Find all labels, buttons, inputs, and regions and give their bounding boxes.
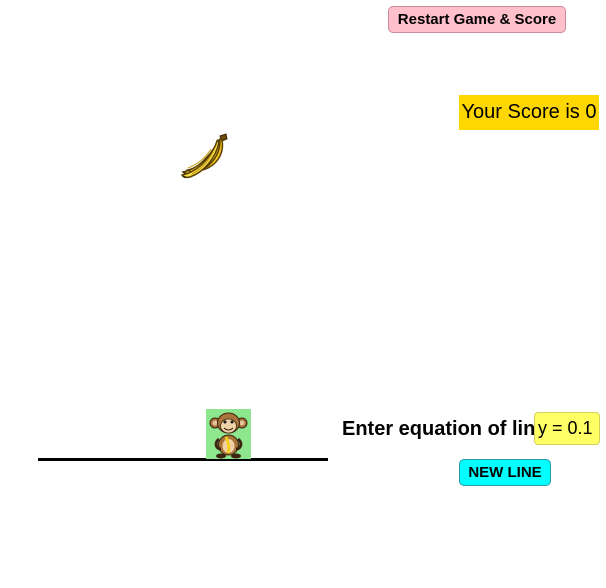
restart-game-button[interactable]: Restart Game & Score <box>388 6 566 33</box>
equation-input[interactable] <box>534 412 600 445</box>
new-line-button[interactable]: NEW LINE <box>459 459 551 486</box>
monkey-sprite <box>206 409 251 459</box>
score-display: Your Score is 0 <box>459 95 599 130</box>
equation-label: Enter equation of line <box>342 418 547 440</box>
line-platform <box>38 458 328 461</box>
banana-icon <box>180 133 228 179</box>
